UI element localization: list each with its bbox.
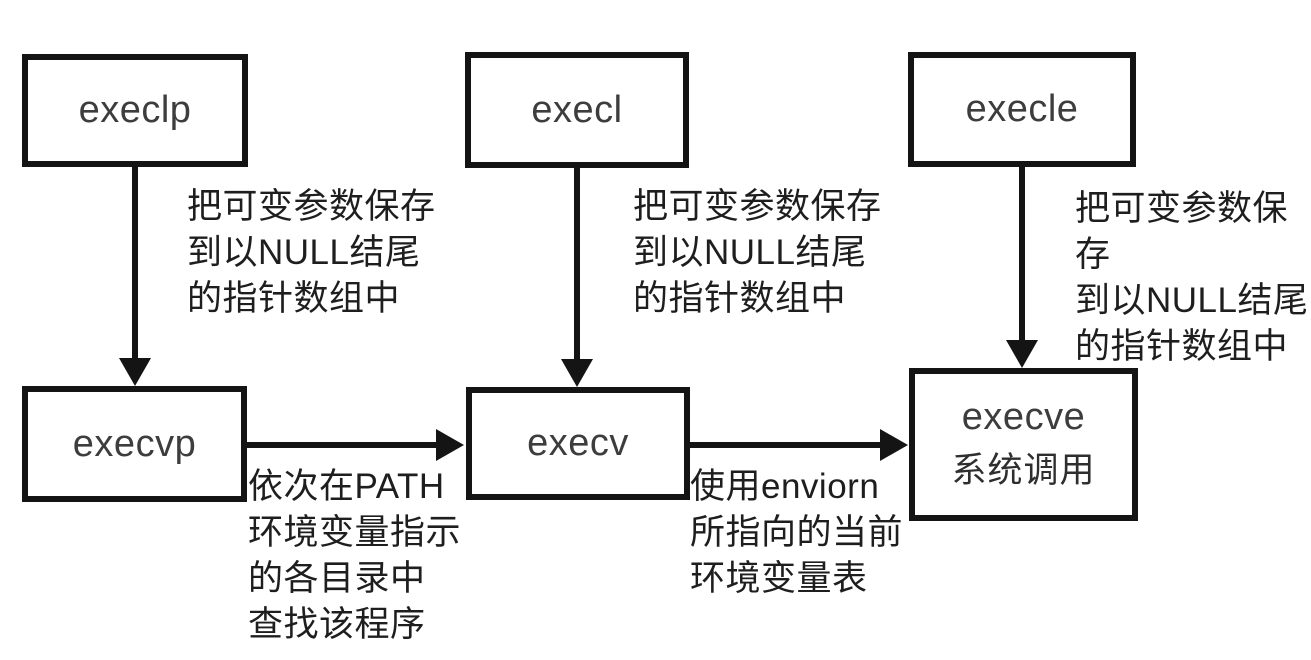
node-execv-label: execv	[527, 422, 629, 464]
annotation-execl-varargs: 把可变参数保存 到以NULL结尾 的指针数组中	[633, 187, 882, 318]
node-execve-sublabel: 系统调用	[951, 451, 1096, 490]
arrowhead-down-icon	[561, 359, 593, 387]
arrowhead-down-icon	[119, 358, 151, 386]
arrowhead-down-icon	[1006, 340, 1038, 368]
node-execve-label: execve	[961, 396, 1086, 438]
arrowhead-right-icon	[880, 429, 908, 461]
node-execve: execve 系统调用	[909, 368, 1138, 521]
node-execvp: execvp	[22, 386, 247, 502]
annotation-execlp-varargs: 把可变参数保存 到以NULL结尾 的指针数组中	[187, 187, 436, 318]
arrowhead-right-icon	[436, 429, 464, 461]
annotation-execle-varargs: 把可变参数保存 到以NULL结尾 的指针数组中	[1075, 189, 1309, 366]
annotation-execvp-path-search: 依次在PATH 环境变量指示 的各目录中 查找该程序	[248, 467, 462, 644]
node-execv: execv	[466, 387, 690, 500]
node-execvp-label: execvp	[72, 422, 197, 465]
arrow-execvp-to-execv	[247, 429, 464, 461]
node-execle-label: execle	[965, 88, 1079, 130]
node-execl: execl	[465, 52, 689, 168]
node-execlp: execlp	[22, 54, 248, 167]
arrow-execle-to-execve	[1006, 167, 1038, 368]
arrow-execl-to-execv	[561, 168, 593, 387]
node-execle: execle	[908, 52, 1136, 167]
arrow-execv-to-execve	[690, 429, 908, 461]
arrow-execlp-to-execvp	[119, 167, 151, 386]
annotation-execv-environ: 使用enviorn 所指向的当前 环境变量表	[690, 467, 904, 598]
node-execlp-label: execlp	[78, 89, 192, 131]
node-execl-label: execl	[531, 88, 623, 131]
